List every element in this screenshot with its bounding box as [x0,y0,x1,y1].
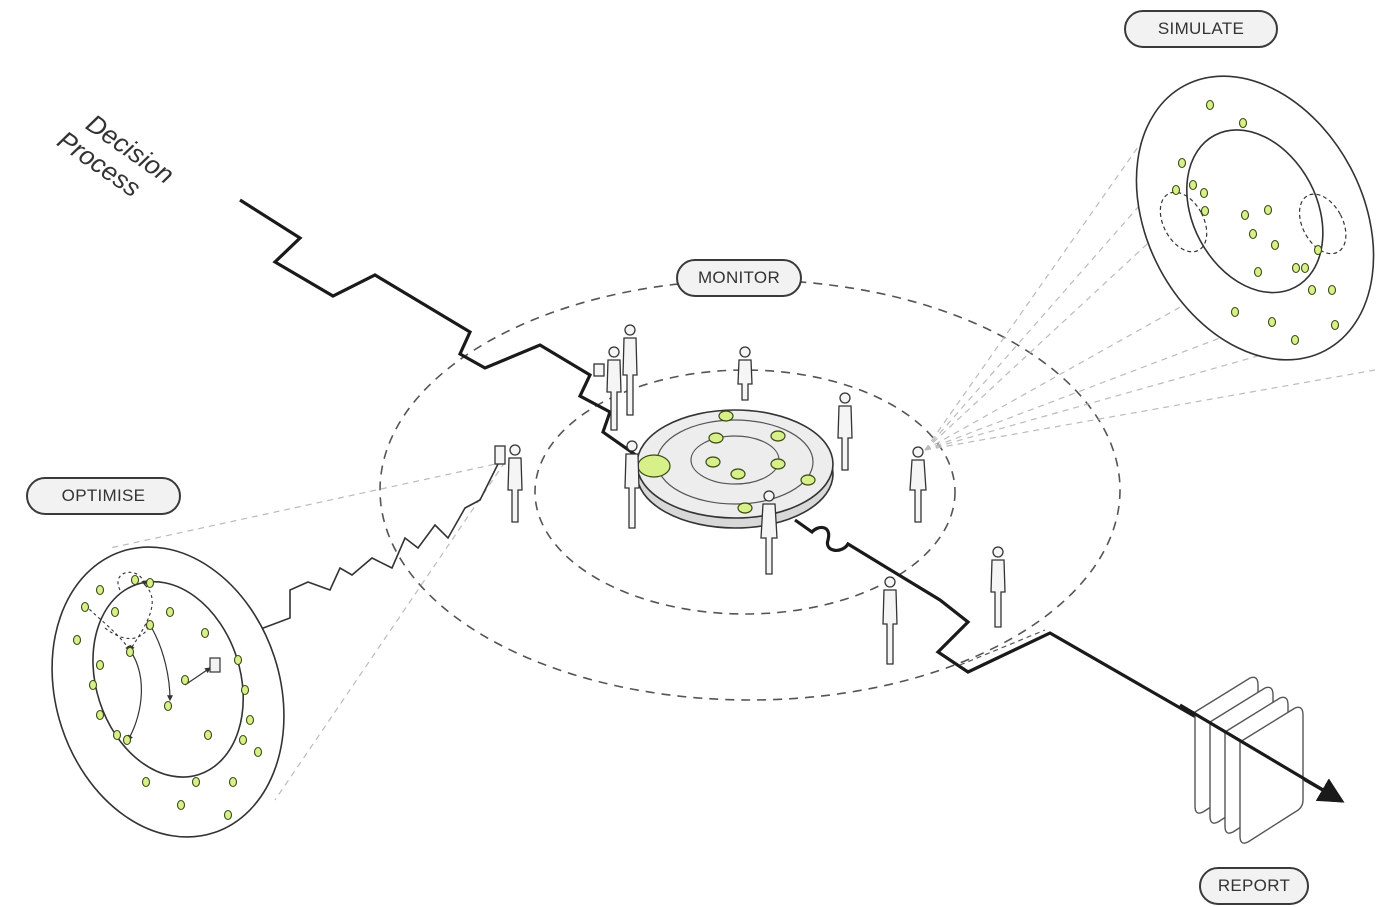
optimise-arrows [84,571,153,651]
optimise-rays [109,461,506,801]
person-figure [494,444,523,523]
report-dashed-line [959,629,1046,666]
person-figure [909,446,927,523]
simulate-disk [1135,75,1375,361]
optimise-disk [51,546,285,838]
monitor-inner-ring [534,369,956,615]
person-figure [837,392,853,471]
optimise-solid-arrows [127,624,211,742]
person-figure [882,576,898,665]
person-figure [990,546,1006,628]
person-figure [624,440,640,529]
person-figure [593,346,622,431]
person-figure [760,490,778,575]
simulate-label: SIMULATE [1124,10,1278,48]
optimise-nodes [72,574,263,821]
simulate-nodes [1171,99,1340,346]
monitor-table-nodes [637,410,816,514]
monitor-label: MONITOR [676,259,802,297]
optimise-label: OPTIMISE [26,477,181,515]
optimise-center-marker [209,657,221,673]
report-documents [1194,676,1304,844]
people [494,324,1006,665]
optimise-step-line [217,459,501,666]
person-figure [622,324,638,416]
report-arrow-overlay [1179,703,1345,803]
report-label: REPORT [1199,867,1309,905]
person-figure [737,346,753,401]
decision-process-line [239,198,1340,800]
